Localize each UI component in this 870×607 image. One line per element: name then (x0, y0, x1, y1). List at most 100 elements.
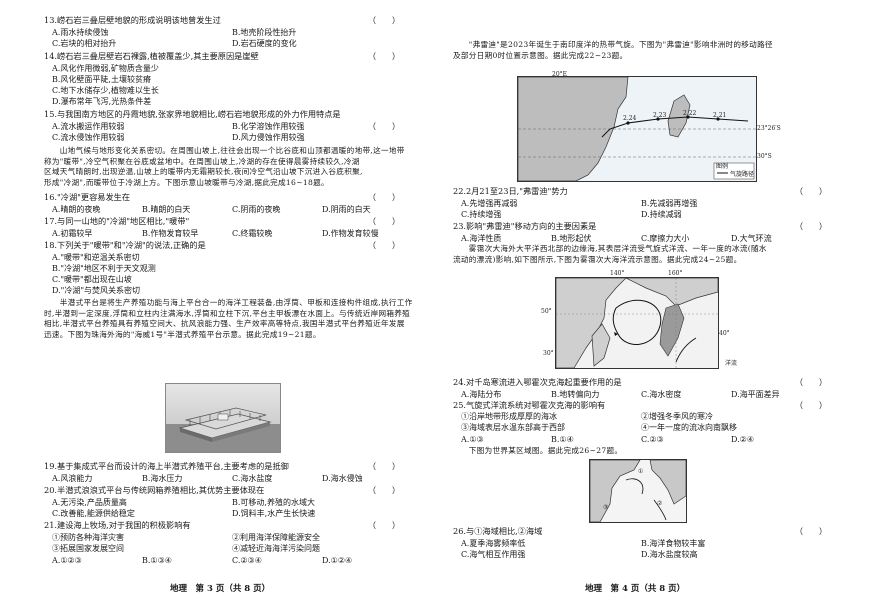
q21-option-b: B.①③④ (142, 556, 172, 565)
q25-statement-2: ②增强冬季风的寒冷 (641, 412, 713, 421)
okhotsk-current-map (555, 277, 719, 369)
q26-option-b: B.海洋食物较丰富 (641, 539, 706, 548)
map2-lon-160: 160° (668, 270, 683, 277)
q24-answer-paren: （ ） (795, 378, 827, 387)
q26-option-c: C.海气相互作用强 (461, 550, 526, 559)
q14-option-c: C.地下水储存少,植物难以生长 (52, 86, 159, 95)
q26-answer-paren: （ ） (795, 527, 827, 536)
q25-option-c: C.②③ (641, 435, 664, 444)
world-region-map (589, 459, 687, 523)
passage-okhotsk-sea: 雾霭次大海外大平洋西北部的边缘海,其表层洋流受气旋式洋流、一年一度的冰流(随水 … (453, 244, 767, 264)
q21-option-c: C.②③④ (232, 556, 262, 565)
q16-stem: 16."冷湖"更容易发生在 (44, 192, 131, 202)
map2-lat-40: 40° (719, 330, 730, 337)
q19-answer-paren: （ ） (368, 462, 400, 471)
passage-semi-submersible: 半潜式平台是将生产养殖功能与海上平台合一的海洋工程装备,由浮筒、甲板和连接构件组… (44, 298, 413, 339)
q25-statement-1: ①沿岸地带形成厚厚的海冰 (461, 412, 557, 421)
q25-statement-3: ③海域表层水温东部高于西部 (461, 423, 565, 432)
q16-answer-paren: （ ） (368, 193, 400, 202)
map1-lon-20e: 20°E (552, 71, 568, 78)
q14-option-b: B.风化壁面平陡,土壤较贫瘠 (52, 75, 151, 84)
map1-lat-30s: 30°S (757, 153, 772, 160)
map2-lat-30: 30° (543, 350, 554, 357)
q21-statement-3: ③拓展国家发展空间 (52, 544, 124, 553)
q14-stem: 14.崂石岩三叠层壁岩石裸露,植被覆盖少,其主要原因是崖壁 (44, 51, 259, 61)
q25-option-a: A.①③ (461, 435, 484, 444)
q21-statement-1: ①预防各种海洋灾害 (52, 533, 124, 542)
q15-option-a: A.流水搬运作用较弱 (52, 122, 125, 131)
q18-stem: 18.下列关于"暖带"和"冷湖"的说法,正确的是 (44, 240, 206, 250)
q17-option-b: B.作物发育较早 (142, 229, 199, 238)
q20-option-d: D.饲料丰,水产生长快速 (232, 509, 316, 518)
q17-stem: 17.与同一山地的"冷湖"地区相比,"暖带" (44, 216, 190, 226)
q16-option-d: D.阴雨的白天 (322, 205, 371, 214)
q20-option-a: A.无污染,产品质量高 (52, 498, 127, 507)
q23-option-a: A.海洋性质 (461, 234, 502, 243)
q15-option-b: B.化学溶蚀作用较强 (232, 122, 305, 131)
q18-answer-paren: （ ） (368, 241, 400, 250)
q19-option-d: D.海水侵蚀 (322, 474, 363, 483)
q23-answer-paren: （ ） (795, 222, 827, 231)
q22-stem: 22.2月21至23日,"弗雷迪"势力 (453, 186, 568, 196)
q13-option-b: B.地壳阶段性抬升 (232, 28, 297, 37)
page-footer: 地理 第 3 页（共 8 页） (170, 584, 271, 594)
q19-option-b: B.海水压力 (142, 474, 183, 483)
q22-option-d: D.持续减弱 (641, 210, 682, 219)
passage-world-region: 下图为世界某区域图。据此完成26~27题。 (453, 446, 623, 455)
map1-tropic-label: 23°26′S (757, 125, 781, 132)
right-page: "弗雷迪"是2023年诞生于南印度洋的热带气旋。下图为"弗雷迪"影响非洲时的移动… (435, 0, 870, 607)
q23-stem: 23.影响"弗雷迪"移动方向的主要因素是 (453, 221, 597, 231)
q21-statement-2: ②利用海洋保障能源安全 (232, 533, 320, 542)
q26-option-d: D.海水盐度较高 (641, 550, 698, 559)
q21-stem: 21.建设海上牧场,对于我国的积极影响有 (44, 520, 191, 530)
q14-option-d: D.瀑布常年飞泻,光热条件差 (52, 97, 152, 106)
q15-answer-paren: （ ） (368, 122, 400, 131)
q19-option-c: C.海水盐度 (232, 474, 273, 483)
q24-option-a: A.海陆分布 (461, 390, 502, 399)
q25-answer-paren: （ ） (795, 401, 827, 410)
q15-option-c: C.流水侵蚀作用较弱 (52, 133, 125, 142)
q14-answer-paren: （ ） (368, 52, 400, 61)
map2-lat-50: 50° (541, 308, 552, 315)
q24-option-c: C.海水密度 (641, 390, 682, 399)
q26-option-a: A.夏季海雾频率低 (461, 539, 526, 548)
map1-date-222: 2.22 (683, 110, 697, 117)
q20-option-b: B.可移动,养殖的水域大 (232, 498, 315, 507)
q13-answer-paren: （ ） (368, 16, 400, 25)
q13-option-c: C.岩块的相对抬升 (52, 39, 117, 48)
cyclone-track-map (517, 76, 757, 182)
q13-stem: 13.崂石岩三叠层壁地貌的形成说明该地曾发生过 (44, 15, 221, 25)
q19-stem: 19.基于集成式平台而设计的海上半潜式养殖平台,主要考虑的是抵御 (44, 461, 289, 471)
q22-option-b: B.先减弱再增强 (641, 199, 698, 208)
q15-option-d: D.风力侵蚀作用较强 (232, 133, 305, 142)
q16-option-b: B.晴朗的白天 (142, 205, 191, 214)
q24-option-b: B.地转偏向力 (551, 390, 600, 399)
map1-date-224: 2.24 (623, 115, 637, 122)
q24-option-d: D.海平面差异 (731, 390, 780, 399)
q21-option-a: A.①②③ (52, 556, 82, 565)
q16-option-c: C.阴雨的夜晚 (232, 205, 281, 214)
q16-option-a: A.晴朗的夜晚 (52, 205, 101, 214)
passage-cyclone-freddy: "弗雷迪"是2023年诞生于南印度洋的热带气旋。下图为"弗雷迪"影响非洲时的移动… (453, 40, 773, 60)
q19-option-a: A.风浪能力 (52, 474, 93, 483)
q18-option-a: A."暖带"和逆温关系密切 (52, 253, 140, 262)
q18-option-b: B."冷湖"地区不利于天文观测 (52, 264, 156, 273)
q21-option-d: D.①②④ (322, 556, 353, 565)
q23-option-d: D.大气环流 (731, 234, 772, 243)
q15-stem: 15.与我国南方地区的丹霞地貌,张家界地貌相比,崂石岩地貌形成的外力作用特点是 (44, 109, 341, 119)
q14-option-a: A.风化作用微弱,矿物质含量少 (52, 64, 159, 73)
q17-option-a: A.初霜较早 (52, 229, 93, 238)
map1-legend-title: 图例 (716, 163, 729, 170)
passage-mountain-climate: 山地气候与地形变化关系密切。在周围山坡上,往往会出现一个比谷底和山顶都温暖的地带… (44, 146, 405, 187)
map2-legend-current: 洋流 (725, 360, 738, 367)
map1-date-223: 2.23 (653, 112, 667, 119)
q17-option-c: C.终霜较晚 (232, 229, 273, 238)
q25-stem: 25.气旋式洋流系统对鄂霍次克海的影响有 (453, 400, 606, 410)
q26-stem: 26.与①海域相比,②海域 (453, 526, 543, 536)
q17-option-d: D.作物发育较慢 (322, 229, 379, 238)
q22-option-a: A.先增强再减弱 (461, 199, 518, 208)
q23-option-b: B.地形起伏 (551, 234, 592, 243)
q21-statement-4: ④减轻近海海洋污染问题 (232, 544, 320, 553)
aquaculture-platform-photo (165, 383, 281, 453)
q13-option-d: D.岩石硬度的变化 (232, 39, 297, 48)
